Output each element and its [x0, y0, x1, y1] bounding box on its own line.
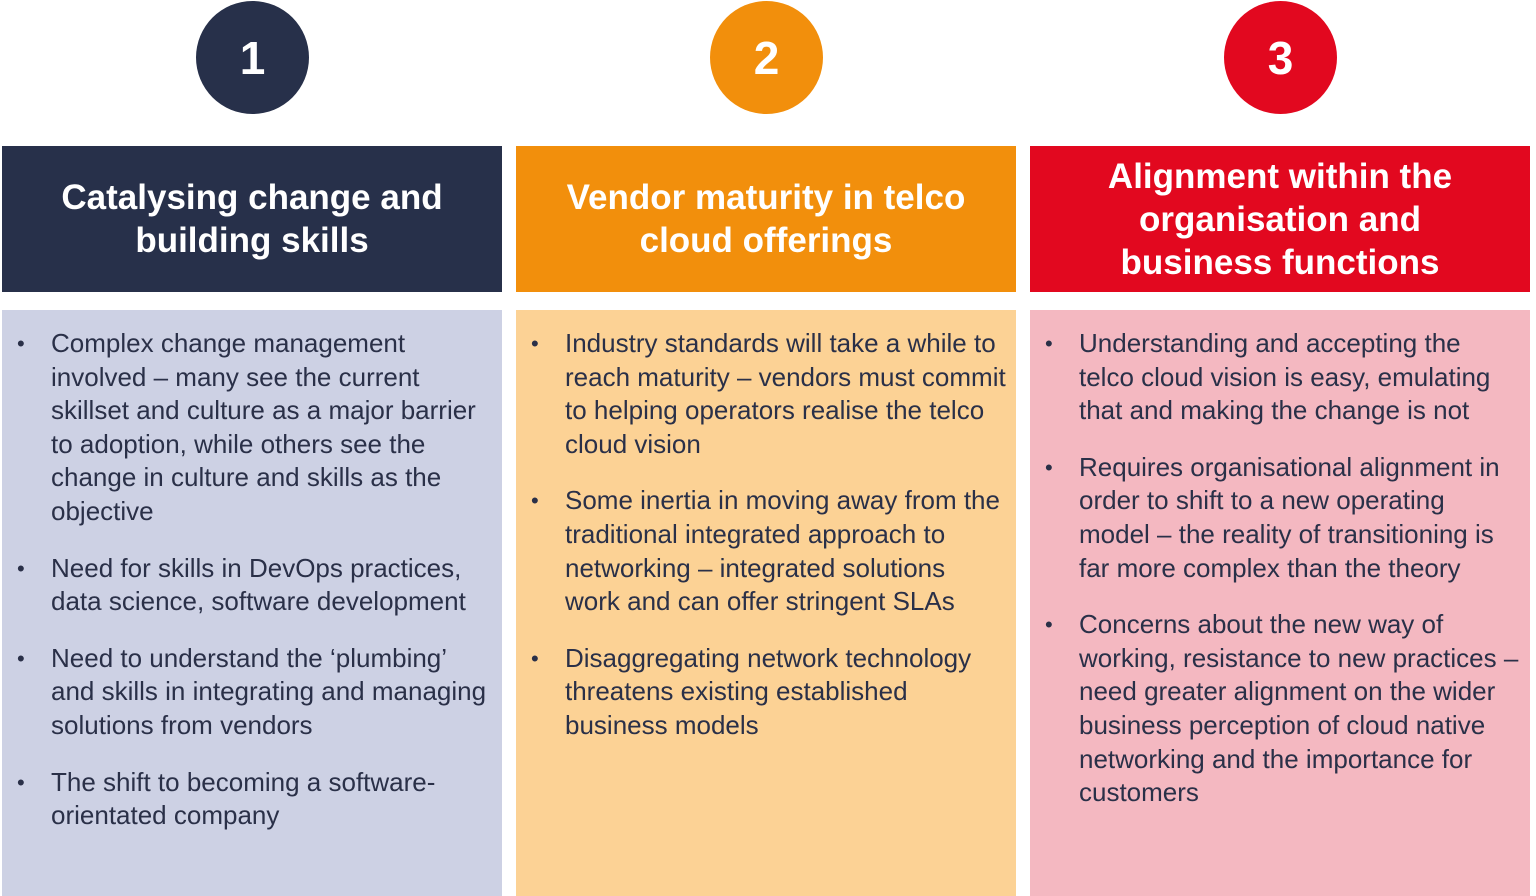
- step-number-1-badge: 1: [196, 1, 309, 114]
- bullet-icon: •: [17, 769, 25, 795]
- bullet-text: Complex change management involved – man…: [51, 328, 476, 526]
- list-item: • Some inertia in moving away from the tr…: [531, 484, 1006, 618]
- step-number-3-badge: 3: [1224, 1, 1337, 114]
- list-item: • Concerns about the new way of working, …: [1045, 608, 1520, 810]
- column-1: 1 Catalysing change and building skills …: [2, 0, 502, 896]
- column-3-panel: • Understanding and accepting the telco c…: [1030, 310, 1530, 896]
- column-3: 3 Alignment within the organisation and …: [1030, 0, 1530, 896]
- column-2-panel: • Industry standards will take a while to…: [516, 310, 1016, 896]
- list-item: • The shift to becoming a software-orient…: [17, 766, 492, 833]
- column-3-bullet-list: • Understanding and accepting the telco c…: [1045, 327, 1520, 810]
- list-item: • Need to understand the ‘plumbing’ and s…: [17, 642, 492, 743]
- column-2-bullet-list: • Industry standards will take a while to…: [531, 327, 1006, 743]
- bullet-text: Industry standards will take a while to …: [565, 328, 1006, 459]
- bullet-icon: •: [1045, 454, 1053, 480]
- bullet-icon: •: [17, 645, 25, 671]
- bullet-text: Concerns about the new way of working, r…: [1079, 609, 1519, 808]
- bullet-text: Need for skills in DevOps practices, dat…: [51, 552, 466, 617]
- bullet-text: Understanding and accepting the telco cl…: [1079, 328, 1491, 426]
- list-item: • Need for skills in DevOps practices, da…: [17, 552, 492, 619]
- bullet-icon: •: [531, 488, 539, 514]
- bullet-icon: •: [17, 331, 25, 356]
- list-item: • Disaggregating network technology threa…: [531, 642, 1006, 743]
- step-number-2-badge: 2: [710, 1, 823, 114]
- bullet-icon: •: [17, 555, 25, 581]
- bullet-icon: •: [531, 645, 539, 671]
- bullet-text: The shift to becoming a software-orienta…: [51, 766, 436, 831]
- bullet-text: Need to understand the ‘plumbing’ and sk…: [51, 642, 487, 740]
- bullet-text: Requires organisational alignment in ord…: [1079, 451, 1500, 583]
- column-1-panel: • Complex change management involved – ma…: [2, 310, 502, 896]
- list-item: • Industry standards will take a while to…: [531, 327, 1006, 461]
- column-1-bullet-list: • Complex change management involved – ma…: [17, 327, 492, 833]
- bullet-icon: •: [531, 331, 539, 356]
- column-2: 2 Vendor maturity in telco cloud offerin…: [516, 0, 1016, 896]
- column-2-title: Vendor maturity in telco cloud offerings: [516, 146, 1016, 292]
- column-3-title: Alignment within the organisation and bu…: [1030, 146, 1530, 292]
- list-item: • Understanding and accepting the telco c…: [1045, 327, 1520, 428]
- bullet-icon: •: [1045, 331, 1053, 356]
- bullet-text: Some inertia in moving away from the tra…: [565, 485, 1000, 617]
- column-1-title: Catalysing change and building skills: [2, 146, 502, 292]
- list-item: • Complex change management involved – ma…: [17, 327, 492, 529]
- list-item: • Requires organisational alignment in or…: [1045, 451, 1520, 585]
- bullet-text: Disaggregating network technology threat…: [565, 642, 972, 740]
- bullet-icon: •: [1045, 612, 1053, 638]
